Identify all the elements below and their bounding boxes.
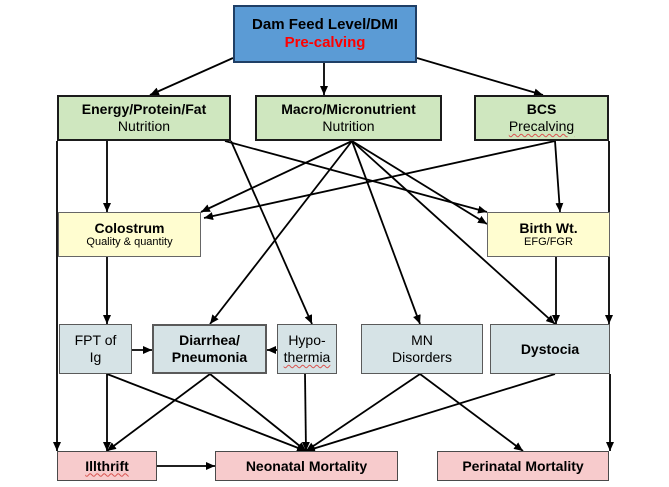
arrow-macro-to-diarrhea	[209, 140, 353, 325]
dam-title: Dam Feed Level/DMI	[252, 16, 398, 33]
birthwt-subtitle: EFG/FGR	[524, 236, 573, 249]
arrow-macro-to-colostrum	[200, 140, 353, 213]
node-energy-protein-fat: Energy/Protein/Fat Nutrition	[57, 95, 231, 141]
node-bcs: BCS Precalving	[474, 95, 609, 141]
node-birth-weight: Birth Wt. EFG/FGR	[487, 212, 610, 257]
dystocia-label: Dystocia	[520, 340, 580, 357]
arrow-macro-to-birthwt	[351, 140, 488, 225]
macro-title: Macro/Micronutrient	[281, 101, 416, 118]
arrow-energy-to-birthwt	[224, 140, 488, 214]
colostrum-subtitle: Quality & quantity	[86, 236, 173, 249]
arrow-fpt-to-neonatal	[106, 373, 307, 452]
node-dystocia: Dystocia	[490, 324, 610, 374]
perinatal-label: Perinatal Mortality	[462, 457, 584, 474]
node-colostrum: Colostrum Quality & quantity	[58, 212, 201, 257]
arrow-bcs-to-birthwt	[554, 140, 564, 213]
arrow-dystocia-to-neonatal	[305, 373, 556, 453]
arrow-macro-to-dystocia	[351, 140, 556, 325]
node-dam-feed-level: Dam Feed Level/DMI Pre-calving	[233, 5, 417, 63]
arrow-diarrhea-to-illthrift	[106, 373, 211, 452]
arrow-macro-to-mn	[351, 140, 421, 325]
hypo-line2: thermia	[283, 349, 331, 365]
mn-line2: Disorders	[392, 349, 452, 365]
node-hypothermia: Hypo- thermia	[277, 324, 337, 374]
birthwt-title: Birth Wt.	[519, 219, 578, 236]
dam-subtitle: Pre-calving	[284, 34, 366, 51]
mn-line1: MN	[411, 332, 433, 349]
node-diarrhea-pneumonia: Diarrhea/ Pneumonia	[152, 324, 267, 374]
fpt-line2: Ig	[89, 349, 102, 365]
arrow-mn-to-neonatal	[305, 373, 421, 452]
arrow-energy-to-hypo	[230, 140, 313, 325]
node-perinatal-mortality: Perinatal Mortality	[437, 451, 609, 481]
colostrum-title: Colostrum	[94, 219, 165, 236]
node-macro-micronutrient: Macro/Micronutrient Nutrition	[255, 95, 442, 141]
hypo-line1: Hypo-	[288, 332, 326, 349]
diarrhea-line1: Diarrhea/	[179, 332, 240, 349]
fpt-line1: FPT of	[74, 332, 117, 349]
bcs-title: BCS	[526, 101, 557, 118]
arrow-dam-to-bcs	[416, 57, 544, 97]
energy-title: Energy/Protein/Fat	[81, 101, 207, 118]
arrow-bcs-to-colostrum	[203, 140, 556, 220]
arrow-dam-to-energy	[149, 57, 234, 96]
arrow-diarrhea-to-neonatal	[209, 373, 307, 452]
macro-subtitle: Nutrition	[322, 118, 375, 134]
illthrift-label: Illthrift	[85, 457, 129, 474]
node-mn-disorders: MN Disorders	[361, 324, 483, 374]
node-neonatal-mortality: Neonatal Mortality	[215, 451, 398, 481]
diarrhea-line2: Pneumonia	[171, 349, 248, 365]
node-fpt-of-ig: FPT of Ig	[59, 324, 132, 374]
bcs-subtitle: Precalving	[508, 118, 575, 134]
node-illthrift: Illthrift	[57, 451, 157, 481]
neonatal-label: Neonatal Mortality	[245, 457, 368, 474]
arrow-hypo-to-neonatal	[301, 373, 310, 452]
energy-subtitle: Nutrition	[117, 118, 171, 134]
arrow-mn-to-perinatal	[419, 373, 524, 452]
